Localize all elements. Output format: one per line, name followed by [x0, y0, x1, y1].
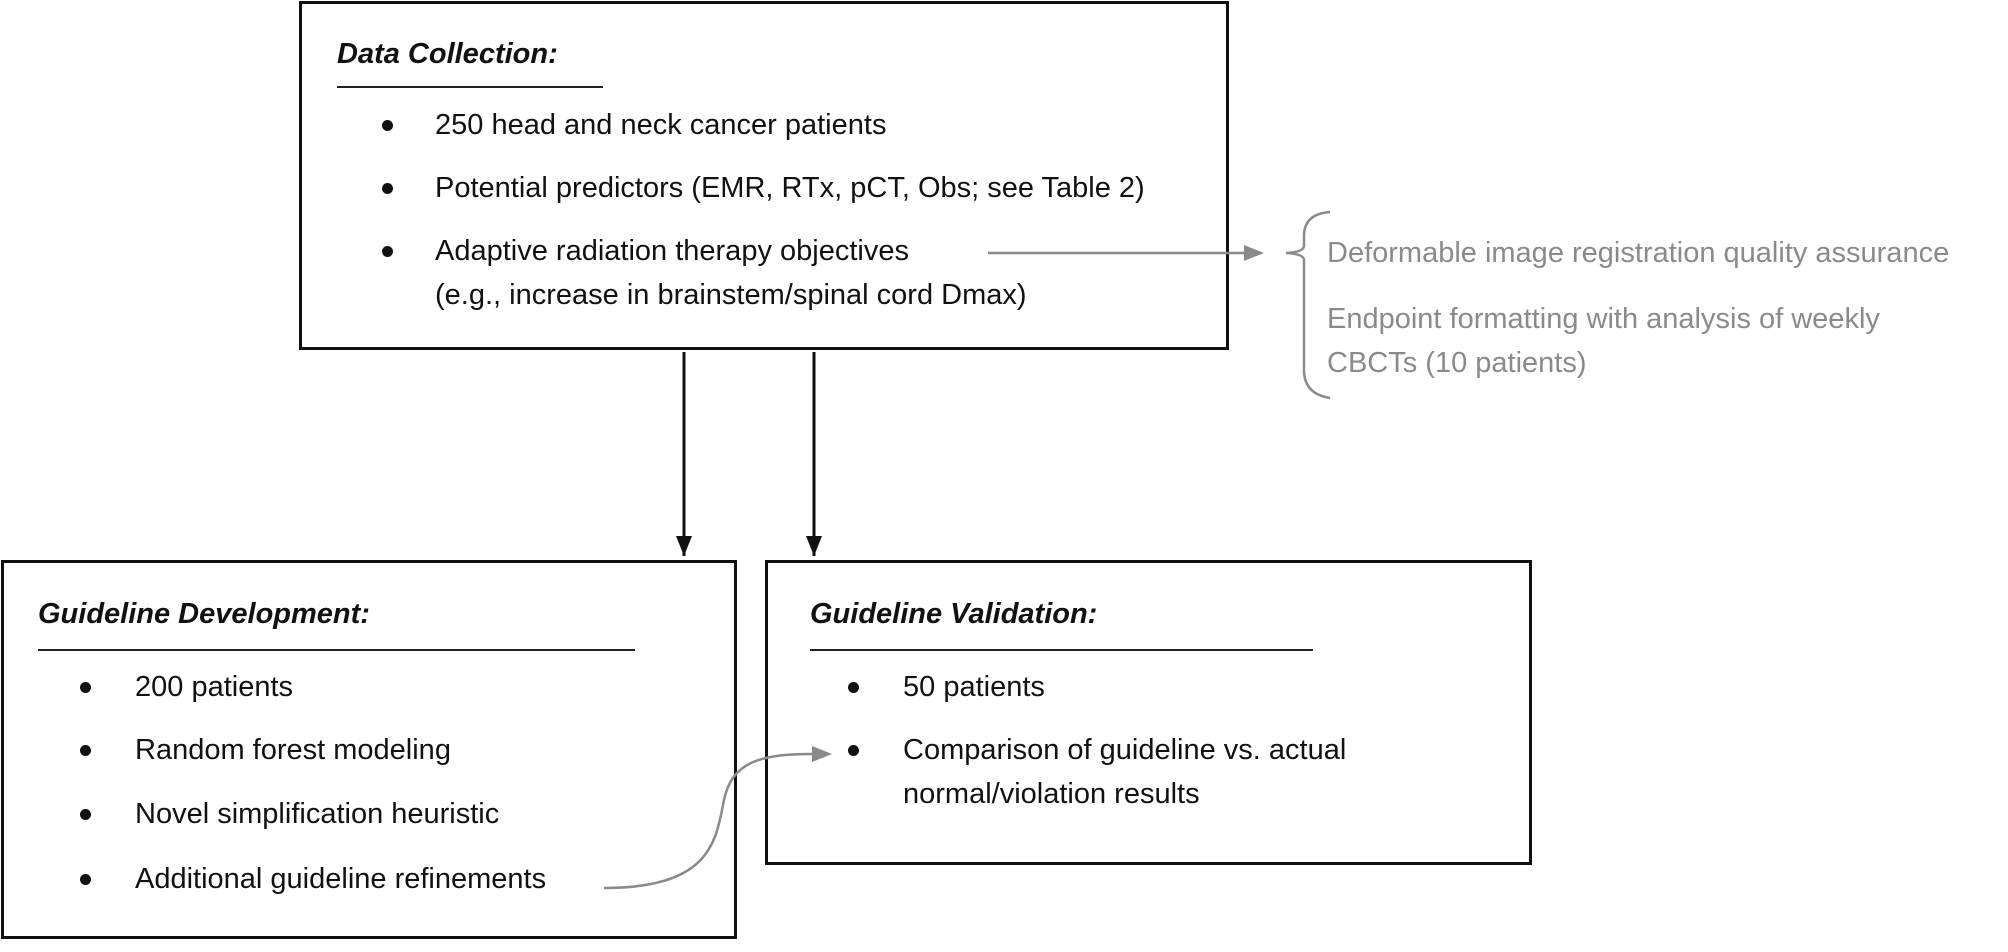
arrow-to-validation-head: [806, 536, 822, 556]
guideline-development-item-refinements: Additional guideline refinements: [135, 863, 547, 895]
guideline-validation-item-comparison: Comparison of guideline vs. actual: [903, 734, 1347, 766]
side-note-endpoint-formatting: Endpoint formatting with analysis of wee…: [1327, 303, 1880, 335]
bullet: [80, 874, 91, 885]
bullet: [80, 745, 91, 756]
data-collection-box: [299, 1, 1229, 350]
guideline-validation-item-comparison-cont: normal/violation results: [903, 778, 1200, 810]
guideline-development-item-heuristic: Novel simplification heuristic: [135, 798, 500, 830]
guideline-validation-title: Guideline Validation:: [810, 598, 1098, 630]
bullet: [80, 809, 91, 820]
bullet: [80, 682, 91, 693]
data-collection-item-predictors: Potential predictors (EMR, RTx, pCT, Obs…: [435, 172, 1145, 204]
guideline-development-item-patients: 200 patients: [135, 671, 294, 703]
bullet: [382, 183, 393, 194]
bullet: [382, 246, 393, 257]
bullet: [848, 745, 859, 756]
data-collection-item-objectives: Adaptive radiation therapy objectives: [435, 235, 909, 267]
guideline-validation-box: [765, 560, 1532, 865]
data-collection-title: Data Collection:: [337, 38, 558, 70]
data-collection-item-patients: 250 head and neck cancer patients: [435, 109, 887, 141]
arrow-to-development-head: [676, 536, 692, 556]
side-notes-brace: [1285, 210, 1331, 400]
guideline-validation-item-patients: 50 patients: [903, 671, 1045, 703]
bullet: [848, 682, 859, 693]
arrow-to-side-notes-head: [1244, 245, 1264, 261]
data-collection-item-objectives-example: (e.g., increase in brainstem/spinal cord…: [435, 279, 1027, 311]
bullet: [382, 120, 393, 131]
data-collection-title-underline: [337, 86, 603, 88]
side-note-registration-qa: Deformable image registration quality as…: [1327, 237, 1950, 269]
guideline-development-item-random-forest: Random forest modeling: [135, 734, 451, 766]
guideline-development-title: Guideline Development:: [38, 598, 370, 630]
guideline-development-title-underline: [38, 649, 635, 651]
guideline-validation-title-underline: [810, 649, 1313, 651]
side-note-endpoint-formatting-cont: CBCTs (10 patients): [1327, 347, 1587, 379]
